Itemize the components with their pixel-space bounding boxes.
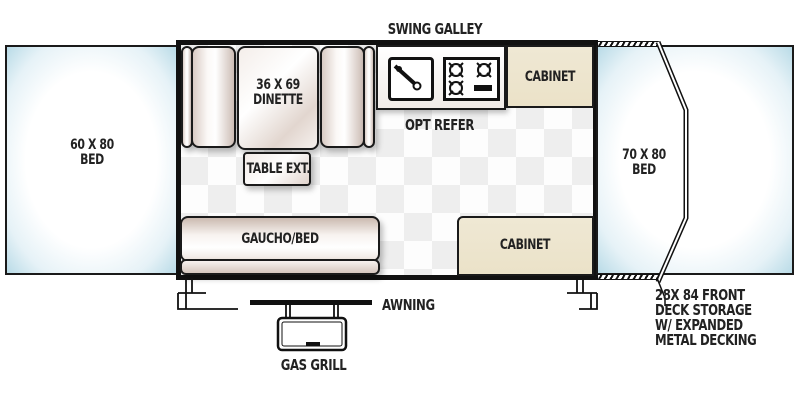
front-bed-label: 70 X 80 BED [622,147,666,178]
bottom-wall [176,275,598,280]
rear-bed-label: 60 X 80 BED [70,137,114,168]
dinette-table [237,46,319,150]
stove-icon [443,57,500,101]
sink-icon [388,57,434,101]
cabinet-top [506,45,594,108]
awning-bar [250,300,372,305]
front-deck-outline [655,41,689,284]
deck-storage-label: 28X 84 FRONT DECK STORAGE W/ EXPANDED ME… [655,286,757,349]
cabinet-top-label: CABINET [524,69,576,85]
awning-label: AWNING [382,296,435,314]
rear-stabilizer-jack [177,278,238,310]
gas-grill-label: GAS GRILL [280,356,347,374]
rear-bed [5,45,178,275]
front-stabilizer-jack [567,278,598,310]
gaucho-bed-lower [180,259,380,275]
top-wall [176,40,598,45]
cabinet-bottom [457,216,594,276]
dinette-seat-left [191,46,236,148]
table-extension [243,152,311,186]
dinette-seat-right [320,46,365,148]
deck-storage-leader-line [656,278,666,306]
galley-label: SWING GALLEY [387,20,483,38]
gaucho-label: GAUCHO/BED [241,231,319,247]
dinette-label: 36 X 69 DINETTE [253,77,303,108]
table-ext-label: TABLE EXT. [246,161,311,177]
opt-refer-label: OPT REFER [404,116,475,134]
right-wall [593,40,597,280]
front-bed [596,45,794,275]
cabinet-bottom-label: CABINET [499,237,551,253]
gas-grill-icon [276,304,348,352]
dinette-back-right [363,46,375,148]
left-wall [176,40,181,280]
